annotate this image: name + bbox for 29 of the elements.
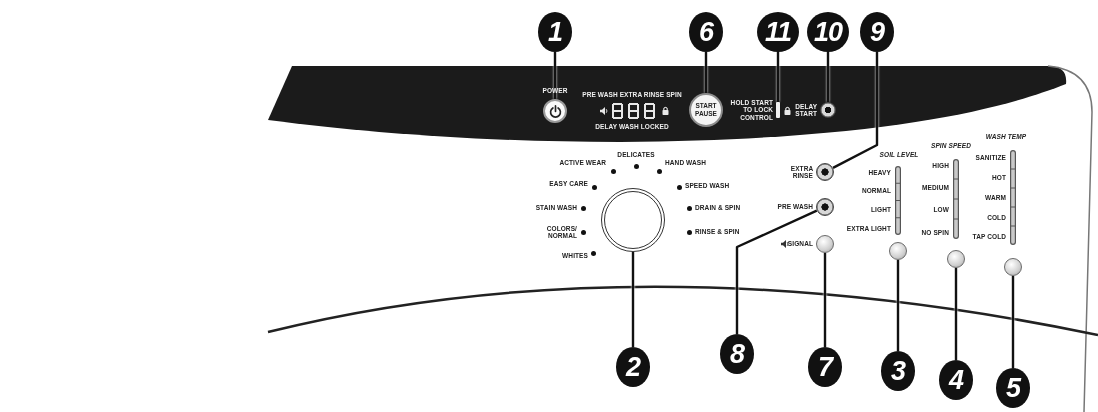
- callout-number: 5: [996, 368, 1030, 408]
- round-button: [947, 250, 965, 268]
- leader-line: [553, 52, 557, 99]
- callout-number: 3: [881, 351, 915, 391]
- callout-number: 7: [808, 347, 842, 387]
- callout-number: 4: [939, 360, 973, 400]
- leader-line: [832, 52, 879, 169]
- leader-line: [1011, 276, 1015, 368]
- round-button: [816, 198, 834, 216]
- leader-line: [735, 209, 818, 334]
- callout-number: 9: [860, 12, 894, 52]
- leader-line: [954, 268, 958, 360]
- leader-line: [704, 52, 708, 93]
- indicator-light: [776, 102, 780, 118]
- callout-number: 6: [689, 12, 723, 52]
- round-button: [816, 163, 834, 181]
- leader-line: [896, 260, 900, 351]
- round-button: [889, 242, 907, 260]
- round-button: [816, 235, 834, 253]
- leader-line: [826, 52, 830, 102]
- leader-line: [631, 252, 635, 347]
- callout-number: 11: [757, 12, 799, 52]
- round-button: [1004, 258, 1022, 276]
- leader-line: [823, 253, 827, 347]
- callout-number: 10: [807, 12, 849, 52]
- callout-number: 1: [538, 12, 572, 52]
- callout-number: 8: [720, 334, 754, 374]
- leader-line: [776, 52, 780, 102]
- callout-number: 2: [616, 347, 650, 387]
